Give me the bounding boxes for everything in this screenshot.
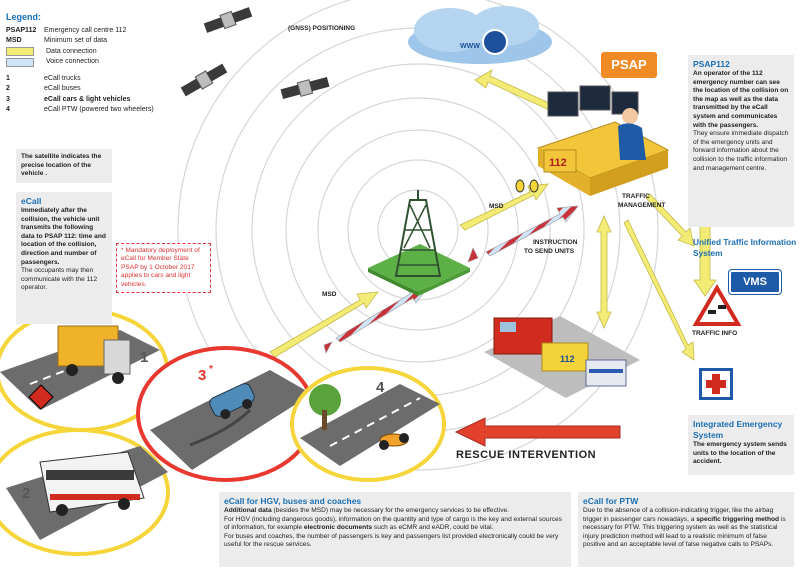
ecall-info-box: eCall Immediately after the collision, t… — [16, 192, 112, 324]
light-bulbs — [515, 179, 539, 193]
legend-desc: Voice connection — [46, 58, 99, 65]
scene-truck — [0, 308, 169, 432]
mandatory-deployment-note: * Mandatory deployment of eCall for Memb… — [116, 243, 211, 294]
hgv-info-p2-a: For HGV (including dangerous goods), inf… — [224, 515, 562, 532]
hgv-info-p1-bold: Additional data — [224, 507, 272, 514]
ptw-info-text-b: is necessary for PTW. This triggering sy… — [583, 515, 786, 549]
psap-operator-desk — [536, 85, 670, 196]
ecall-info-text: Immediately after the collision, the veh… — [21, 207, 106, 266]
hgv-info-p3: For buses and coaches, the number of pas… — [224, 532, 559, 549]
ptw-info-text-a: Due to the absence of a collision-indica… — [583, 507, 774, 523]
rescue-intervention-label: RESCUE INTERVENTION — [456, 449, 597, 461]
legend: Legend: PSAP112 Emergency call centre 112… — [6, 12, 196, 116]
data-connection-arrows — [269, 69, 717, 361]
psap112-info-title: PSAP112 — [693, 59, 730, 69]
legend-key: 2 — [6, 85, 10, 92]
psap112-info-box: PSAP112 An operator of the 112 emergency… — [688, 55, 794, 227]
legend-desc: Minimum set of data — [44, 37, 108, 44]
satellite-info-box: The satellite indicates the precise loca… — [16, 149, 112, 183]
legend-key: MSD — [6, 37, 22, 44]
ptw-info-text-bold: specific triggering method — [696, 515, 780, 523]
ecall-info-text-2: The occupants may then communicate with … — [21, 267, 98, 292]
www-label: WWW — [460, 43, 480, 50]
legend-row: 3 eCall cars & light vehicles — [6, 95, 196, 106]
voice-connection-swatch — [6, 57, 34, 67]
legend-row: Voice connection — [6, 57, 196, 68]
legend-row: Data connection — [6, 47, 196, 58]
scene-number-4: 4 — [376, 379, 385, 396]
transmission-tower — [368, 190, 470, 296]
hgv-info-p1: Additional data (besides the MSD) may be… — [224, 507, 566, 516]
msd-right-label: MSD — [489, 203, 504, 210]
hgv-info-box: eCall for HGV, buses and coaches Additio… — [219, 492, 571, 567]
legend-desc: Emergency call centre 112 — [44, 26, 127, 34]
legend-row: 2 eCall buses — [6, 84, 196, 95]
red-cross-icon — [699, 368, 733, 400]
instruction-label: INSTRUCTION — [533, 239, 578, 246]
scene-bus — [0, 428, 170, 556]
ptw-info-box: eCall for PTW Due to the absence of a co… — [578, 492, 794, 567]
hgv-info-title: eCall for HGV, buses and coaches — [224, 496, 362, 506]
emergency-units — [484, 316, 640, 398]
traffic-info-label: TRAFFIC INFO — [692, 330, 737, 337]
legend-row: MSD Minimum set of data — [6, 36, 196, 47]
desk-112-label: 112 — [549, 157, 567, 169]
data-connection-swatch — [6, 47, 34, 57]
internet-cloud-icon — [408, 6, 552, 64]
ptw-info-title: eCall for PTW — [583, 496, 639, 506]
rescue-intervention-arrow — [454, 417, 621, 447]
legend-desc: eCall trucks — [44, 74, 81, 82]
legend-desc: eCall buses — [44, 85, 81, 92]
traffic-mgmt-label-2: MANAGEMENT — [618, 202, 665, 209]
ies-info-box: Integrated Emergency System The emergenc… — [688, 415, 794, 475]
hgv-info-p2-bold: electronic documents — [303, 524, 373, 532]
legend-key: 4 — [6, 106, 10, 113]
legend-row: 4 eCall PTW (powered two wheelers) — [6, 105, 196, 116]
scene-car — [136, 346, 316, 482]
psap-badge: PSAP — [601, 52, 657, 78]
voice-connection-arrows — [323, 205, 579, 354]
satellite-icon — [203, 7, 253, 33]
legend-row: PSAP112 Emergency call centre 112 — [6, 26, 196, 37]
scene-number-3-asterisk: * — [209, 364, 213, 375]
psap112-info-text: An operator of the 112 emergency number … — [693, 70, 789, 129]
legend-desc: Data connection — [46, 47, 97, 55]
legend-key: 3 — [6, 95, 10, 103]
ambulance-112-label: 112 — [560, 354, 575, 364]
hgv-info-p2: For HGV (including dangerous goods), inf… — [224, 516, 566, 533]
ecall-info-title: eCall — [21, 196, 42, 206]
legend-desc: eCall PTW (powered two wheelers) — [44, 106, 154, 113]
legend-key: 1 — [6, 74, 10, 82]
gnss-label: (GNSS) POSITIONING — [288, 25, 355, 32]
satellite-icon — [180, 63, 228, 97]
traffic-mgmt-label: TRAFFIC — [622, 193, 650, 200]
msd-left-label: MSD — [322, 291, 337, 298]
psap112-info-text-2: They ensure immediate dispatch of the em… — [693, 130, 789, 172]
traffic-warning-sign-icon — [692, 284, 742, 326]
scene-number-1: 1 — [140, 349, 148, 366]
satellite-icon — [280, 76, 330, 100]
hgv-info-p1-rest: (besides the MSD) may be necessary for t… — [271, 507, 509, 514]
legend-desc: eCall cars & light vehicles — [44, 95, 131, 103]
scene-number-2: 2 — [22, 485, 30, 502]
legend-key: PSAP112 — [6, 26, 37, 34]
legend-title: Legend: — [6, 12, 41, 22]
ies-info-title: Integrated Emergency System — [693, 419, 783, 440]
scene-number-3: 3 — [198, 367, 206, 384]
instruction-label-2: TO SEND UNITS — [524, 248, 575, 255]
vms-badge: VMS — [729, 270, 781, 294]
hgv-info-p2-b: such as eCMR and eADR, could be vital. — [372, 524, 494, 532]
utis-label: Unified Traffic Information System — [693, 237, 797, 258]
scene-motorbike — [290, 366, 446, 482]
legend-row: 1 eCall trucks — [6, 74, 196, 85]
ies-info-text: The emergency system sends units to the … — [693, 441, 787, 466]
ptw-info-text: Due to the absence of a collision-indica… — [583, 507, 789, 550]
satellite-info-text: The satellite indicates the precise loca… — [21, 153, 102, 178]
